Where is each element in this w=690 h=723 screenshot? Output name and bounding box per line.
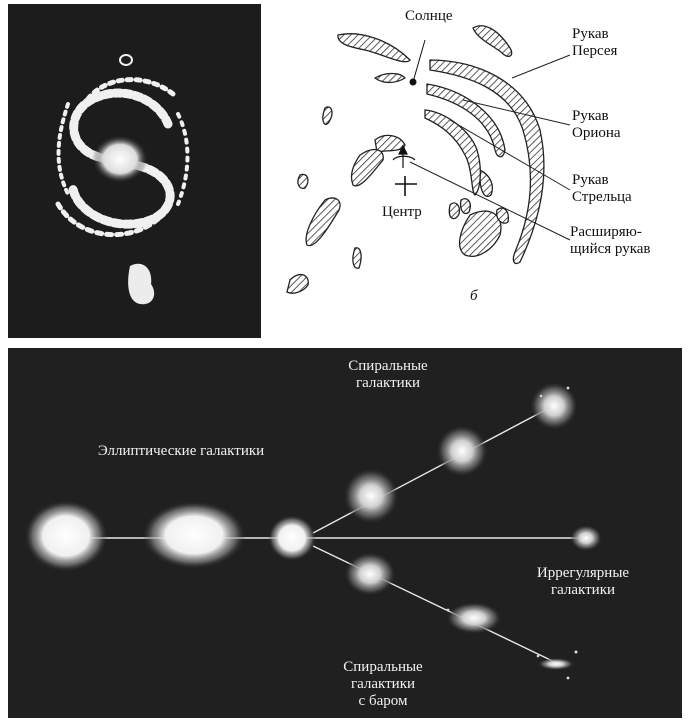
expanding-arm-label: Расширяю- щийся рукав [570,224,651,257]
panel-letter: б [470,288,478,304]
barred-spiral-sbb [446,602,502,634]
galaxy-classification-diagram: Эллиптические галактики Спиральные галак… [8,348,682,718]
center-marker [395,176,417,196]
spiral-galaxy-image [55,54,190,305]
spiral-label: Спиральные галактики [348,358,428,391]
perseus-arm-label: Рукав Персея [572,26,618,59]
center-label: Центр [382,204,422,220]
irregular-galaxy [570,525,602,551]
sun-label: Солнце [405,8,453,24]
barred-spiral-sba [344,552,396,596]
elliptical-galaxy-e0 [24,500,108,572]
direction-arrow-icon [392,144,416,168]
spiral-galaxy-sa [343,468,399,524]
orion-arm-label: Рукав Ориона [572,108,621,141]
label-pointers [409,54,571,241]
arms-map [286,25,571,294]
milky-way-arms-diagram: Солнце Центр Рукав Персея Рукав Ориона Р… [265,0,690,338]
lenticular-galaxy [268,515,316,561]
spiral-galaxy-sb [436,425,488,477]
elliptical-label: Эллиптические галактики [97,443,265,459]
elliptical-galaxy-e4 [142,501,246,569]
barred-spiral-sbc [538,658,574,670]
barred-spiral-label: Спиральные галактики с баром [343,659,423,709]
irregular-label: Иррегулярные галактики [536,565,630,598]
spiral-galaxy-photo [8,4,261,338]
tuning-fork-diagram [24,382,602,680]
spiral-galaxy-sc [530,382,578,430]
sagittarius-arm-label: Рукав Стрельца [572,172,632,205]
